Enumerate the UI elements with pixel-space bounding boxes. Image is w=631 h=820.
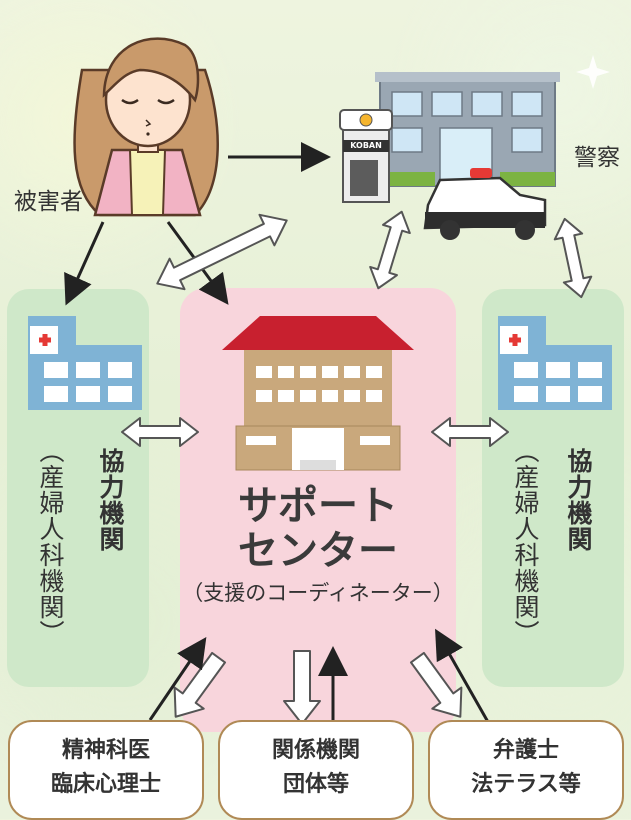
box-related-agencies-line1: 関係機関 — [271, 738, 360, 763]
double-arrow-police-center — [369, 210, 411, 290]
box-lawyer: 弁護士 法テラス等 — [428, 720, 624, 820]
hollow-arrow-center-to-box2 — [283, 650, 321, 725]
box-lawyer-line2: 法テラス等 — [471, 772, 581, 797]
box-lawyer-line1: 弁護士 — [492, 738, 559, 763]
victim-label: 被害者 — [14, 189, 83, 215]
sparkle-icon — [576, 55, 610, 89]
support-center-title-line1: サポート — [238, 483, 398, 529]
right-hospital-icon — [498, 316, 612, 410]
box-psychiatrist-line2: 臨床心理士 — [50, 772, 161, 797]
hollow-arrow-center-to-box1 — [173, 651, 227, 718]
left-partner-title: 協力機関 — [96, 448, 125, 552]
police-station-illustration — [339, 72, 560, 240]
hollow-arrow-center-to-box3 — [409, 651, 463, 718]
left-partner-subtitle: （産婦人科機関） — [36, 438, 65, 646]
double-arrow-koban-left-partner — [156, 213, 288, 291]
double-arrow-center-right-partner — [431, 417, 509, 447]
box-related-agencies: 関係機関 団体等 — [218, 720, 414, 820]
double-arrow-police-right-partner — [553, 217, 593, 299]
victim-figure — [73, 37, 219, 217]
arrow-box1-to-center — [148, 637, 207, 721]
support-center-subtitle: （支援のコーディネーター） — [182, 581, 454, 605]
arrow-box3-to-center — [435, 628, 490, 723]
box-related-agencies-line2: 団体等 — [282, 772, 349, 797]
arrow-victim-to-left-partner — [64, 221, 105, 306]
support-center-building-icon — [222, 316, 414, 471]
box-psychiatrist: 精神科医 臨床心理士 — [8, 720, 204, 820]
support-center-title-line2: センター — [238, 528, 398, 574]
box-psychiatrist-line1: 精神科医 — [61, 738, 150, 763]
police-label: 警察 — [574, 145, 620, 171]
right-partner-subtitle: （産婦人科機関） — [511, 438, 540, 646]
left-hospital-icon — [28, 316, 142, 410]
double-arrow-left-partner-center — [121, 417, 199, 447]
koban-sign: KOBAN — [350, 141, 382, 150]
right-partner-title: 協力機関 — [564, 448, 593, 552]
